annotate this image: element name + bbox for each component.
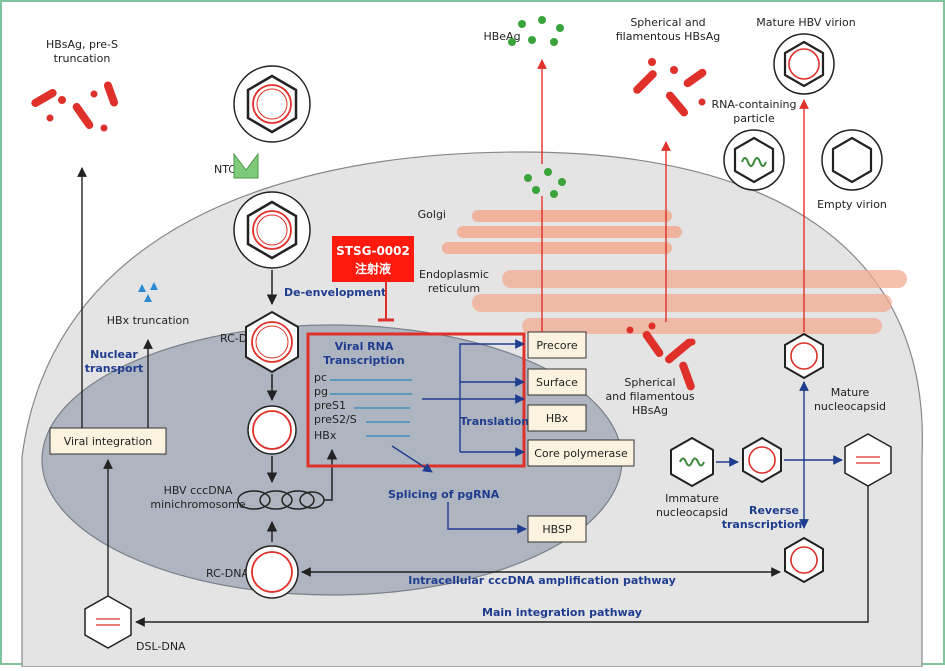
reverse-label-1: Reverse	[749, 504, 799, 517]
transcript-pres1: preS1	[314, 399, 346, 412]
er-label-2: reticulum	[428, 282, 480, 295]
cccdna-label-2: minichromosome	[150, 498, 245, 511]
endoplasmic-reticulum	[472, 270, 907, 334]
incoming-virion	[233, 65, 311, 143]
mature-virion	[773, 33, 835, 95]
precore-box	[527, 331, 587, 359]
hbsag-particles-mid	[626, 322, 696, 391]
nuclear-transport-label-1: Nuclear	[90, 348, 138, 361]
reverse-label-2: transcription	[722, 518, 803, 531]
hbsp-label: HBSP	[542, 523, 572, 536]
immature-label-2: nucleocapsid	[656, 506, 728, 519]
arrow-main-integration	[135, 486, 869, 627]
viral-integration-box	[49, 427, 167, 455]
golgi-apparatus	[442, 210, 682, 254]
spherical-mid-label-3: HBsAg	[632, 404, 668, 417]
ntcp-receptor	[233, 152, 259, 179]
spherical-top-label-1: Spherical and	[630, 16, 705, 29]
truncation-label: truncation	[54, 52, 111, 65]
de-envelopment-label: De-envelopment	[284, 286, 386, 299]
drug-name: STSG-0002	[336, 244, 410, 258]
hbx-box	[527, 404, 587, 432]
main-integration-label: Main integration pathway	[482, 606, 642, 619]
hbsag-particles-left	[31, 81, 119, 132]
spherical-mid-label-1: Spherical	[624, 376, 675, 389]
golgi-label: Golgi	[418, 208, 446, 221]
dsl-dna-label: DSL-DNA	[136, 640, 186, 653]
cccdna-label-1: HBV cccDNA	[164, 484, 233, 497]
translation-arrows	[422, 339, 525, 457]
hbeag-dots-mid	[524, 168, 566, 198]
rc-dna-bottom-label: RC-DNA	[206, 567, 249, 580]
mature-nucleocapsid-label-1: Mature	[831, 386, 870, 399]
intracellular-label: Intracellular cccDNA amplification pathw…	[408, 574, 676, 587]
empty-virion	[821, 129, 883, 191]
surface-label: Surface	[536, 376, 578, 389]
mature-nucleocapsid	[784, 332, 824, 380]
hbx-truncation-label: HBx truncation	[107, 314, 189, 327]
transcript-pc: pc	[314, 371, 327, 384]
hbx-label: HBx	[546, 412, 569, 425]
mature-virion-label: Mature HBV virion	[756, 16, 855, 29]
transcript-hbx: HBx	[314, 429, 337, 442]
rna-particle-label-1: RNA-containing	[712, 98, 797, 111]
nuclear-transport-label-2: transport	[85, 362, 144, 375]
immature-nucleocapsid	[670, 436, 714, 488]
splicing-label: Splicing of pgRNA	[388, 488, 500, 501]
viral-integration-label: Viral integration	[64, 435, 153, 448]
er-label-1: Endoplasmic	[419, 268, 489, 281]
hbeag-dots-top	[508, 16, 564, 46]
rna-containing-particle	[723, 129, 785, 191]
dsl-dna-capsid	[84, 595, 132, 649]
empty-virion-label: Empty virion	[817, 198, 887, 211]
surface-box	[527, 368, 587, 396]
drug-form: 注射液	[355, 261, 391, 276]
immature-label-1: Immature	[665, 492, 719, 505]
rc-dna-bottom	[245, 545, 299, 599]
core-polymerase-label: Core polymerase	[534, 447, 628, 460]
hbsag-particles-top	[633, 58, 707, 117]
arrow-splice-hbsp	[447, 502, 527, 534]
translation-label: Translation	[460, 415, 529, 428]
mature-nucleocapsid-label-2: nucleocapsid	[814, 400, 886, 413]
spherical-top-label-2: filamentous HBsAg	[616, 30, 720, 43]
transcript-list: pc pg preS1 preS2/S HBx	[314, 371, 412, 442]
hbsp-box	[527, 515, 587, 543]
arrow-hbx-splice	[391, 445, 433, 473]
transcript-pg: pg	[314, 385, 328, 398]
core-polymerase-box	[527, 439, 635, 467]
hbx-truncation-triangles	[138, 282, 158, 302]
spherical-mid-label-2: and filamentous	[605, 390, 694, 403]
hbsag-pres-label: HBsAg, pre-S	[46, 38, 118, 51]
rc-dna-in-nucleus	[247, 405, 297, 455]
drug-box	[332, 236, 414, 282]
rc-capsid-bottom-right	[784, 536, 824, 584]
precore-label: Precore	[536, 339, 578, 352]
rc-dna-capsid	[245, 310, 299, 374]
transcript-pres2s: preS2/S	[314, 413, 357, 426]
transcription-title-1: Viral RNA	[335, 340, 394, 353]
maturing-nucleocapsid	[742, 436, 782, 484]
transcription-title-2: Transcription	[323, 354, 405, 367]
virion-at-membrane	[233, 191, 311, 269]
rna-particle-label-2: particle	[733, 112, 775, 125]
